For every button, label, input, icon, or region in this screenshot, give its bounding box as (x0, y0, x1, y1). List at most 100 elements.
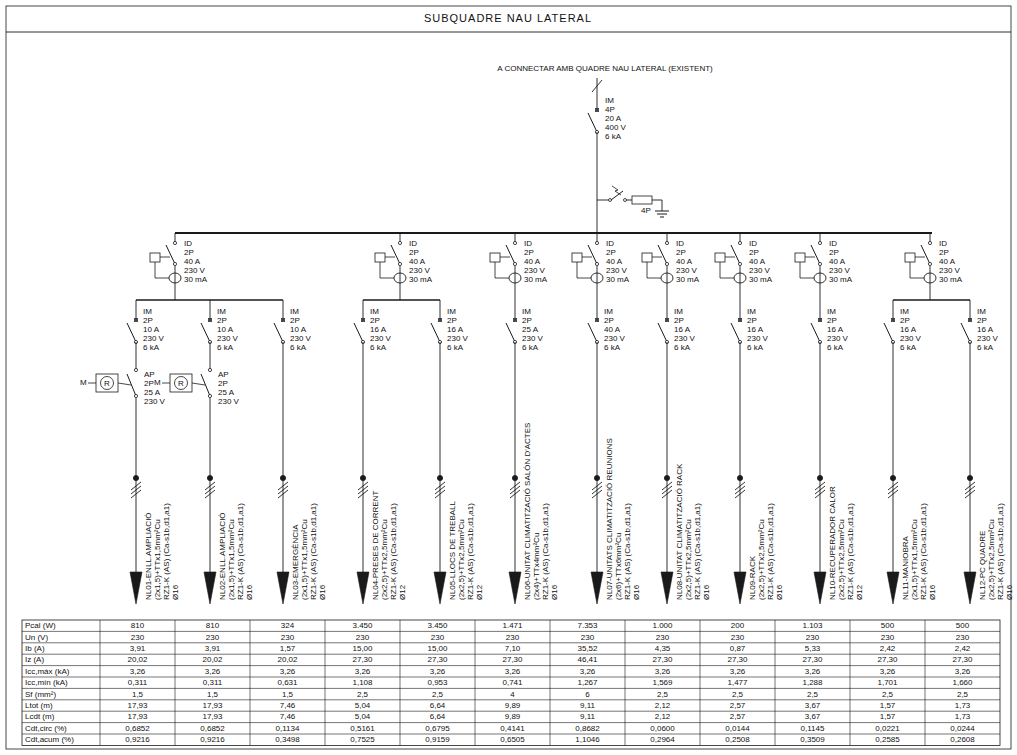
table-cell: 1,569 (652, 678, 672, 687)
breaker-blade (811, 323, 820, 342)
rcd-relay-symbol (905, 253, 915, 262)
table-rule (22, 711, 1000, 712)
toroid-symbol (509, 273, 521, 283)
table-cell: 0,9159 (425, 735, 449, 744)
rated-current: 16 A (370, 325, 386, 334)
table-cell: 17,93 (127, 712, 147, 721)
breaker-blade (658, 323, 667, 342)
breaking-capacity: 6 kA (827, 343, 843, 352)
fixed-contact (595, 318, 598, 321)
table-cell: 230 (431, 633, 444, 642)
circuit-name: NL05-LLOCS DE TREBALL (448, 501, 457, 600)
rcd-relay-symbol (715, 253, 725, 262)
neutral-dot (737, 475, 742, 480)
sensitivity: 30 mA (939, 275, 962, 284)
breaking-capacity: 6 kA (604, 343, 620, 352)
table-cell: 230 (206, 633, 219, 642)
table-cell: 0,311 (128, 678, 147, 687)
rcd-link (380, 278, 394, 279)
conductor-tick (205, 486, 215, 494)
neutral-dot (280, 475, 285, 480)
pole-count: 2P (144, 379, 154, 388)
table-rule (22, 642, 1000, 643)
conductor-tick (131, 482, 141, 490)
table-rule (22, 677, 1000, 678)
contactor-link (118, 383, 131, 385)
rated-voltage: 230 V (604, 334, 625, 343)
table-cell: 1,1046 (575, 735, 599, 744)
relay-circle (175, 377, 188, 390)
rated-current: 25 A (522, 325, 538, 334)
rated-current: 10 A (290, 325, 306, 334)
table-cell: 0,311 (203, 678, 222, 687)
rated-current: 16 A (674, 325, 690, 334)
rated-voltage: 230 V (977, 334, 998, 343)
table-cell: 3,26 (880, 667, 896, 676)
conduit-diameter: Ø12 (398, 585, 407, 600)
load-arrow (130, 572, 142, 604)
table-cell: 17,93 (202, 712, 222, 721)
moving-contact (738, 262, 741, 265)
pole-count: 2P (747, 316, 757, 325)
table-cell: 2,5 (432, 690, 443, 699)
table-rule (250, 620, 251, 745)
wire (740, 300, 741, 310)
contactor-blade (201, 374, 210, 396)
cable-section: (2x2,5)+TTx2,5mm²Cu (987, 519, 996, 600)
table-cell: 0,1134 (276, 724, 300, 733)
row-header: Lcdt (m) (25, 712, 54, 721)
table-cell: 0,2964 (650, 735, 674, 744)
wire (597, 342, 598, 572)
contactor-blade (127, 374, 136, 396)
breaker-type: IM (522, 307, 531, 316)
pole-count: 2P (522, 316, 532, 325)
table-cell: 1,660 (952, 678, 972, 687)
rcd-relay-symbol (150, 253, 160, 262)
table-cell: 27,30 (427, 655, 447, 664)
spd-wire (662, 200, 663, 211)
rcd-link (155, 278, 169, 279)
wire (820, 342, 821, 572)
feed-tick (592, 80, 602, 92)
conduit-diameter: Ø16 (775, 585, 784, 600)
circuit-name: NL01-ENLL.AMPLIACIÓ (144, 512, 153, 600)
neutral-dot (437, 475, 442, 480)
cable-type: RZ1-K (AS) (Ca-s1b,d1,a1) (996, 503, 1005, 600)
table-cell: 1,701 (877, 678, 897, 687)
table-rule (625, 620, 626, 745)
contactor-link (88, 383, 96, 384)
conductor-tick (278, 482, 288, 490)
table-cell: 0,0244 (950, 724, 974, 733)
breaking-capacity: 6 kA (217, 343, 233, 352)
breaker-mark (134, 318, 138, 322)
table-cell: 0,8682 (575, 724, 599, 733)
cable-type: RZ1-K (AS) (Ca-s1b,d1,a1) (623, 503, 632, 600)
contactor-link (162, 383, 170, 384)
cable-section: (2x1,5)+TTx1,5mm²Cu (227, 519, 236, 600)
device-type: ID (524, 239, 532, 248)
table-cell: 15,00 (427, 644, 447, 653)
spd-wire (626, 200, 632, 201)
breaker-type: IM (290, 307, 299, 316)
spd-wire (597, 200, 609, 201)
rcd-link (500, 257, 510, 258)
fixed-contact (281, 318, 284, 321)
conductor-tick (815, 486, 825, 494)
rated-current: 25 A (144, 388, 160, 397)
rcd-link (910, 262, 911, 278)
table-cell: 230 (506, 633, 519, 642)
rcd-link (720, 278, 734, 279)
wire (820, 300, 821, 310)
table-cell: 2,12 (655, 701, 671, 710)
load-arrow (887, 572, 899, 604)
rated-voltage: 230 V (409, 266, 430, 275)
table-cell: 46,41 (577, 655, 597, 664)
table-cell: 0,2608 (950, 735, 974, 744)
breaker-blade (731, 323, 740, 342)
table-rule (775, 620, 776, 745)
conductor-tick (510, 490, 520, 498)
table-rule (22, 654, 1000, 655)
breaker-type: IM (900, 307, 909, 316)
rcd-link (495, 278, 509, 279)
